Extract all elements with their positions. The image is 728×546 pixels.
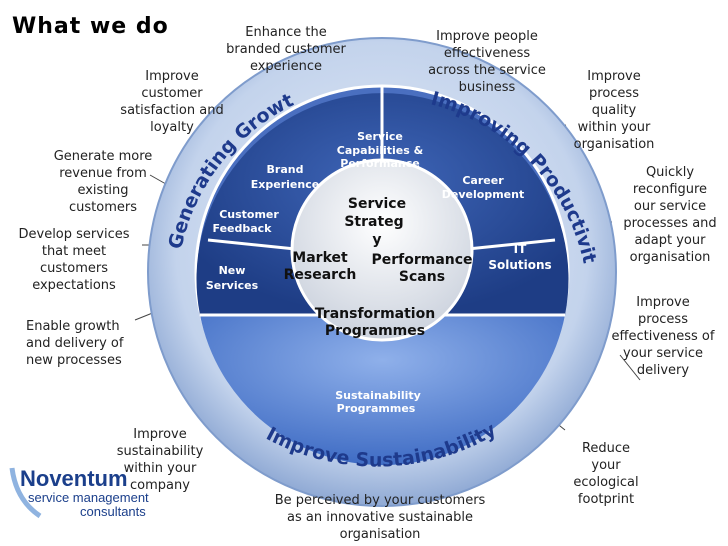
noventum-logo: Noventum service management consultants	[14, 466, 204, 536]
performance-scans-1: Performance	[371, 252, 472, 268]
market-research-1: Market	[292, 250, 348, 266]
transformation-2: Programmes	[325, 323, 425, 339]
customer-feedback-1: Customer	[219, 208, 279, 221]
new-services-2: Services	[206, 279, 259, 292]
inner-ring-lower	[200, 315, 565, 466]
customer-feedback-2: Feedback	[213, 222, 273, 235]
center-title-2: Strateg	[344, 214, 403, 230]
logo-name: Noventum	[20, 466, 128, 491]
performance-scans-2: Scans	[399, 269, 445, 285]
brand-experience-2: Experience	[251, 178, 319, 191]
center-title-3: y	[372, 232, 381, 248]
service-capabilities-3: Performance	[340, 157, 419, 170]
center-title-1: Service	[348, 196, 406, 212]
service-capabilities-1: Service	[357, 130, 403, 143]
logo-swoosh	[9, 467, 42, 519]
market-research-2: Research	[284, 267, 357, 283]
career-development-2: Development	[442, 188, 524, 201]
career-development-1: Career	[462, 174, 504, 187]
transformation-1: Transformation	[315, 306, 435, 322]
center-circle	[290, 158, 474, 342]
sustainability-programmes-2: Programmes	[337, 402, 416, 415]
page-title: What we do	[12, 14, 169, 39]
sustainability-programmes-1: Sustainability	[335, 389, 421, 402]
it-solutions-2: Solutions	[488, 258, 551, 272]
new-services-1: New	[219, 264, 246, 277]
logo-line2: service management	[28, 490, 149, 505]
it-solutions-1: IT	[514, 242, 527, 256]
logo-line3: consultants	[80, 504, 146, 519]
service-capabilities-2: Capabilities &	[337, 144, 424, 157]
brand-experience-1: Brand	[267, 163, 304, 176]
